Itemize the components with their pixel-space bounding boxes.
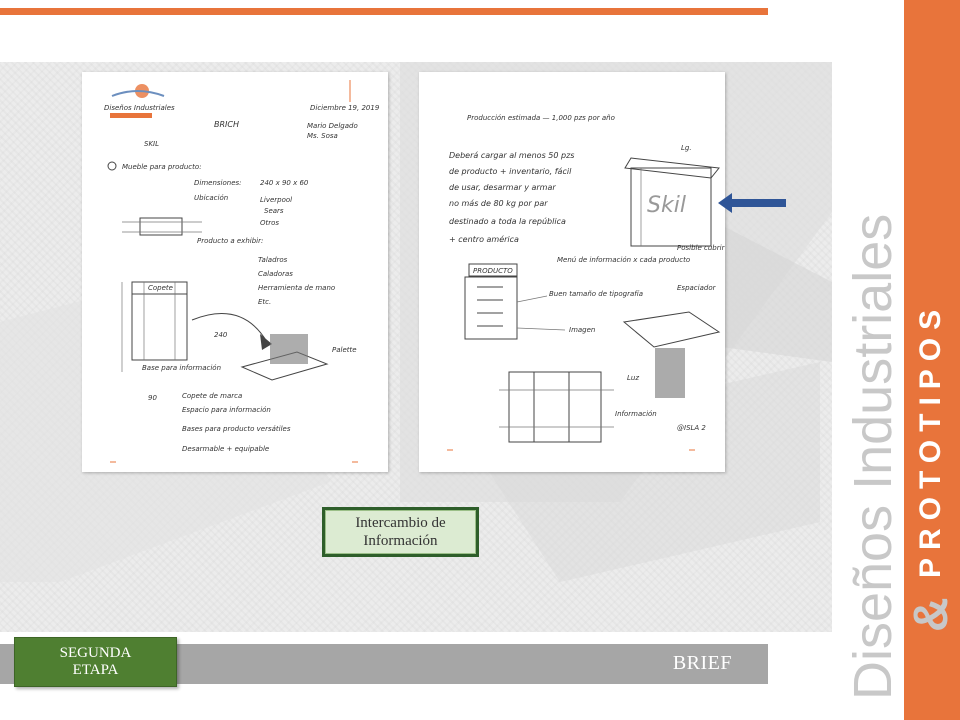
svg-text:PRODUCTO: PRODUCTO (473, 267, 513, 275)
sketch-attendee-2: Ms. Sosa (307, 132, 338, 140)
svg-text:Deberá cargar al menos 50 pzs: Deberá cargar al menos 50 pzs (449, 151, 574, 160)
svg-text:Producto a exhibir:: Producto a exhibir: (197, 237, 263, 245)
svg-text:Dimensiones:: Dimensiones: (194, 179, 242, 187)
svg-text:Menú de información x cada pro: Menú de información x cada producto (557, 256, 690, 264)
svg-text:Ubicación: Ubicación (194, 194, 228, 202)
svg-text:Palette: Palette (332, 346, 357, 354)
svg-text:destinado a toda la república: destinado a toda la república (449, 217, 566, 226)
svg-text:@ISLA 2: @ISLA 2 (677, 424, 706, 432)
svg-text:Espaciador: Espaciador (677, 284, 717, 292)
svg-text:Copete: Copete (148, 284, 173, 292)
sketch-client: SKIL (144, 140, 159, 148)
sketch-section: Mueble para producto: (122, 163, 202, 171)
svg-text:Caladoras: Caladoras (258, 270, 293, 278)
svg-text:Luz: Luz (627, 374, 639, 382)
svg-text:Base para información: Base para información (142, 364, 221, 372)
info-exchange-box: Intercambio de Información (322, 507, 479, 557)
svg-text:Liverpool: Liverpool (260, 196, 292, 204)
skil-logo-sketch: Skil (647, 193, 686, 218)
info-exchange-line2: Información (363, 533, 438, 549)
info-exchange-line1: Intercambio de (355, 515, 446, 531)
sketch-logo-text: Diseños Industriales (104, 104, 175, 112)
svg-text:Etc.: Etc. (258, 298, 271, 306)
sketch-page-right: Producción estimada — 1,000 pzs por año … (419, 72, 725, 472)
top-orange-bar (0, 8, 768, 15)
svg-text:Espacio para información: Espacio para información (182, 406, 271, 414)
svg-text:Desarmable + equipable: Desarmable + equipable (182, 445, 269, 453)
svg-text:Imagen: Imagen (569, 326, 595, 334)
svg-text:+ centro américa: + centro américa (449, 234, 519, 244)
side-orange-bar-top (904, 0, 960, 265)
svg-text:de producto + inventario, fáci: de producto + inventario, fácil (449, 167, 572, 176)
brand-name: Diseños Industriales (843, 213, 903, 700)
sketch-date: Diciembre 19, 2019 (310, 104, 380, 112)
sketch-attendee-1: Mario Delgado (307, 122, 358, 130)
sketch-title: BRICH (214, 120, 239, 129)
svg-text:Posible cubrir con niveles: Posible cubrir con niveles (677, 244, 725, 252)
svg-text:90: 90 (148, 394, 157, 402)
svg-text:Buen tamaño de tipografía: Buen tamaño de tipografía (549, 290, 643, 298)
stage-line1: SEGUNDA (59, 645, 132, 661)
svg-text:de usar, desarmar y armar: de usar, desarmar y armar (449, 183, 556, 192)
stage-badge: SEGUNDA ETAPA (14, 637, 177, 687)
svg-text:Herramienta de mano: Herramienta de mano (258, 284, 335, 292)
svg-text:no más de 80 kg por par: no más de 80 kg por par (449, 199, 548, 208)
svg-text:240 x 90 x 60: 240 x 90 x 60 (260, 179, 309, 187)
brand-prototipos: PROTOTIPOS (914, 301, 947, 578)
brand-ampersand: & (905, 597, 958, 632)
side-orange-bar-bottom (904, 265, 960, 720)
left-arrow-icon (718, 193, 786, 213)
svg-text:Información: Información (615, 410, 657, 418)
stage-line2: ETAPA (72, 662, 119, 678)
sketch-page-left: Diseños Industriales Diciembre 19, 2019 … (82, 72, 388, 472)
svg-text:Bases para producto versátiles: Bases para producto versátiles (182, 425, 291, 433)
svg-text:240: 240 (214, 331, 228, 339)
svg-text:Copete de marca: Copete de marca (182, 392, 242, 400)
svg-text:Lg.: Lg. (681, 144, 692, 152)
svg-text:Otros: Otros (260, 219, 279, 227)
svg-text:Producción estimada — 1,000 pz: Producción estimada — 1,000 pzs por año (467, 114, 615, 122)
section-label-brief: BRIEF (672, 652, 732, 674)
svg-text:Taladros: Taladros (258, 256, 288, 264)
svg-text:Sears: Sears (264, 207, 284, 215)
